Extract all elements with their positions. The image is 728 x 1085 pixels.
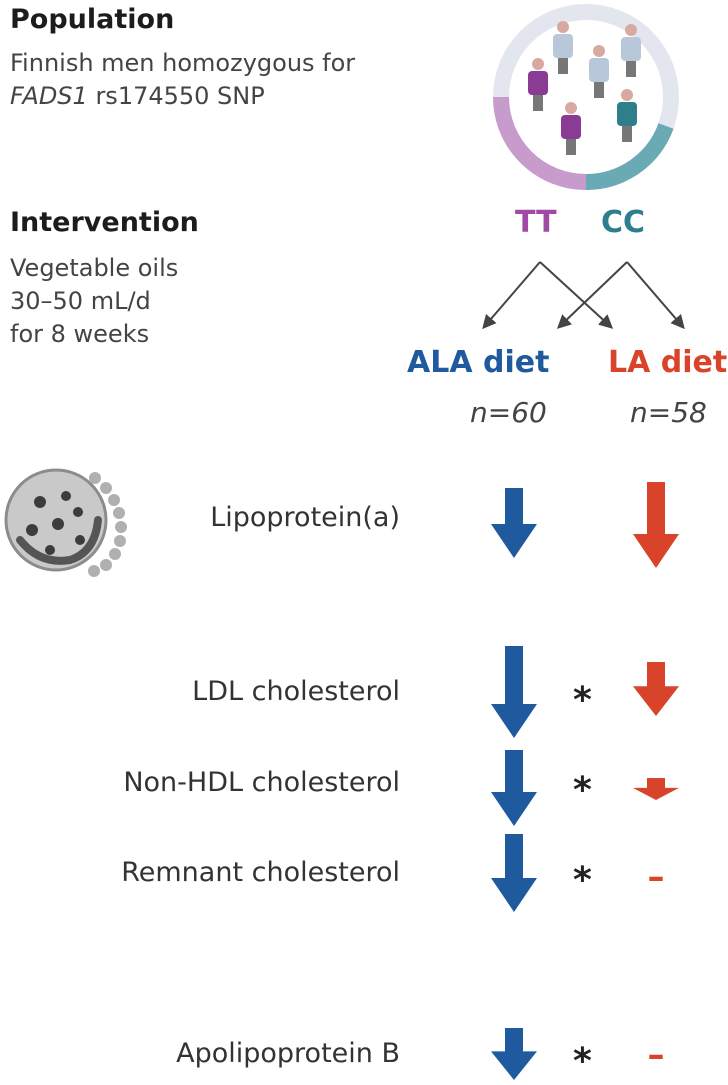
genotype-cc-label: CC bbox=[601, 205, 646, 240]
person-icon bbox=[553, 21, 573, 74]
outcome-label-non-hdl-cholesterol: Non-HDL cholesterol bbox=[123, 767, 400, 798]
significance-star: * bbox=[573, 1041, 592, 1082]
gene-name: FADS1 bbox=[10, 82, 88, 110]
la-decrease-arrow bbox=[633, 662, 679, 716]
significance-star: * bbox=[573, 680, 592, 721]
person-icon bbox=[561, 102, 581, 155]
outcome-label-ldl-cholesterol: LDL cholesterol bbox=[192, 676, 400, 707]
person-icon bbox=[528, 58, 548, 111]
ala-decrease-arrow bbox=[491, 1028, 537, 1080]
effect-marks: –– bbox=[491, 482, 679, 1080]
population-line-1: Finnish men homozygous for bbox=[10, 49, 356, 77]
intervention-description: Vegetable oils 30–50 mL/d for 8 weeks bbox=[10, 252, 178, 351]
person-icon bbox=[621, 24, 641, 77]
lipoprotein-particle-icon bbox=[4, 468, 127, 577]
snp-name: rs174550 SNP bbox=[87, 82, 265, 110]
outcome-label-remnant-cholesterol: Remnant cholesterol bbox=[121, 857, 400, 888]
person-icon bbox=[617, 89, 637, 142]
la-n-count: n=58 bbox=[630, 396, 707, 429]
ala-decrease-arrow bbox=[491, 646, 537, 738]
significance-star: * bbox=[573, 860, 592, 901]
genotype-tt-label: TT bbox=[515, 205, 557, 240]
person-icon bbox=[589, 45, 609, 98]
significance-star: * bbox=[573, 770, 592, 811]
ala-diet-label: ALA diet bbox=[407, 345, 550, 380]
ala-decrease-arrow bbox=[491, 834, 537, 912]
ala-decrease-arrow bbox=[491, 750, 537, 826]
la-no-change-mark: – bbox=[648, 1035, 665, 1075]
population-ring-icon bbox=[493, 4, 679, 191]
intervention-line-3: for 8 weeks bbox=[10, 320, 150, 348]
population-description: Finnish men homozygous for FADS1 rs17455… bbox=[10, 47, 355, 113]
la-no-change-mark: – bbox=[648, 857, 665, 897]
intervention-heading: Intervention bbox=[10, 207, 199, 238]
la-decrease-arrow bbox=[633, 778, 679, 800]
intervention-line-2: 30–50 mL/d bbox=[10, 287, 151, 315]
outcome-label-apolipoprotein-b: Apolipoprotein B bbox=[176, 1038, 400, 1069]
population-line-2: FADS1 rs174550 SNP bbox=[10, 80, 355, 113]
population-heading: Population bbox=[10, 4, 175, 35]
la-diet-label: LA diet bbox=[608, 345, 728, 380]
assignment-arrows bbox=[482, 261, 685, 330]
la-decrease-arrow bbox=[633, 482, 679, 568]
intervention-line-1: Vegetable oils bbox=[10, 254, 179, 282]
ala-n-count: n=60 bbox=[470, 396, 547, 429]
ala-decrease-arrow bbox=[491, 488, 537, 558]
outcome-label-lipoprotein-a: Lipoprotein(a) bbox=[210, 502, 400, 533]
